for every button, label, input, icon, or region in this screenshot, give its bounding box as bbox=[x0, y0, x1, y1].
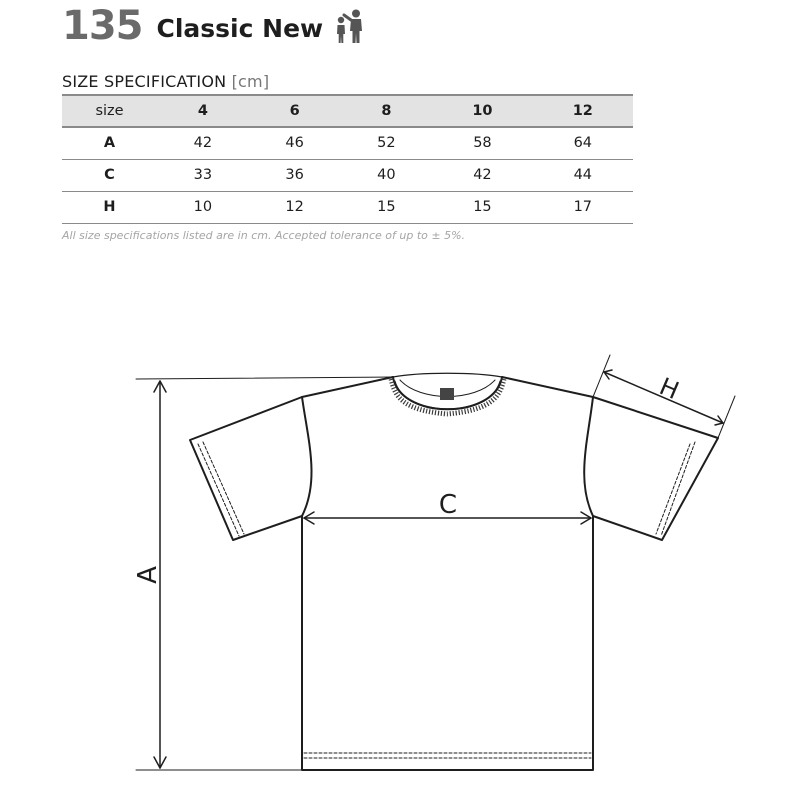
table-cell: 42 bbox=[432, 159, 533, 192]
table-cell: 12 bbox=[248, 191, 341, 224]
table-row: A 42 46 52 58 64 bbox=[62, 127, 633, 160]
table-cell: 36 bbox=[248, 159, 341, 192]
table-cell: 46 bbox=[248, 127, 341, 160]
tshirt-outline bbox=[189, 376, 719, 771]
table-cell: 44 bbox=[532, 159, 633, 192]
product-header: 135 Classic New bbox=[62, 3, 365, 49]
table-row: C 33 36 40 42 44 bbox=[62, 159, 633, 192]
label-tag bbox=[440, 388, 454, 400]
spec-title: SIZE SPECIFICATION [cm] bbox=[62, 72, 269, 91]
table-cell: 10 bbox=[157, 191, 249, 224]
tolerance-note: All size specifications listed are in cm… bbox=[62, 229, 466, 242]
table-cell: 42 bbox=[157, 127, 249, 160]
dimension-c bbox=[303, 511, 592, 525]
table-cell: 15 bbox=[340, 191, 433, 224]
left-armhole bbox=[301, 396, 313, 517]
header-cell: 6 bbox=[248, 94, 341, 128]
header-cell: 12 bbox=[532, 94, 633, 128]
dimension-a bbox=[135, 376, 394, 771]
table-row: H 10 12 15 15 17 bbox=[62, 191, 633, 224]
dimension-h bbox=[592, 354, 736, 439]
table-cell: 15 bbox=[432, 191, 533, 224]
header-cell: 4 bbox=[157, 94, 249, 128]
label-c: C bbox=[439, 490, 457, 520]
collar bbox=[388, 372, 507, 417]
row-label: A bbox=[62, 127, 157, 160]
product-name: Classic New bbox=[156, 13, 324, 43]
table-cell: 58 bbox=[432, 127, 533, 160]
kids-icon bbox=[337, 9, 363, 43]
product-code: 135 bbox=[62, 3, 143, 49]
spec-title-text: SIZE SPECIFICATION bbox=[62, 72, 227, 91]
header-cell: 10 bbox=[432, 94, 533, 128]
spec-unit: [cm] bbox=[231, 72, 270, 91]
label-a: A bbox=[133, 566, 163, 584]
header-cell: size bbox=[62, 94, 157, 128]
table-cell: 17 bbox=[532, 191, 633, 224]
header-cell: 8 bbox=[340, 94, 433, 128]
label-h: H bbox=[655, 372, 683, 405]
left-sleeve-hem bbox=[197, 443, 240, 537]
table-cell: 33 bbox=[157, 159, 249, 192]
table-cell: 40 bbox=[340, 159, 433, 192]
row-label: H bbox=[62, 191, 157, 224]
table-cell: 64 bbox=[532, 127, 633, 160]
right-armhole bbox=[583, 396, 594, 517]
table-cell: 52 bbox=[340, 127, 433, 160]
size-table: size 4 6 8 10 12 A 42 46 52 58 64 C 33 3… bbox=[62, 94, 633, 224]
right-sleeve-hem bbox=[655, 443, 691, 535]
row-label: C bbox=[62, 159, 157, 192]
table-header-row: size 4 6 8 10 12 bbox=[62, 94, 633, 128]
